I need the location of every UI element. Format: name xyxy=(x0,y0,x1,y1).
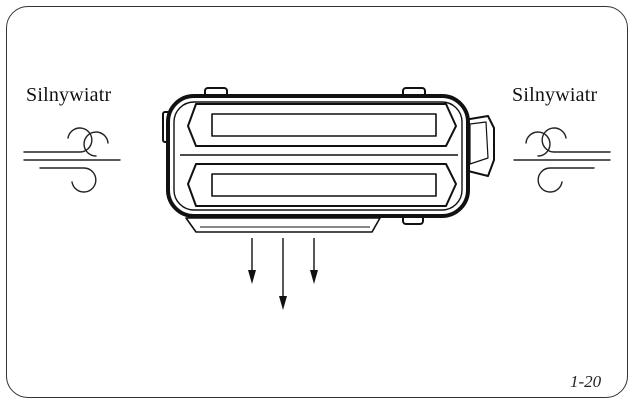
left-wind-label: Silnywiatr xyxy=(26,84,112,106)
right-wind-label: Silnywiatr xyxy=(512,84,598,106)
figure-number: 1-20 xyxy=(570,372,602,391)
left-wind-icon xyxy=(23,127,121,193)
right-wind-icon xyxy=(513,127,611,193)
airflow-arrow-left xyxy=(248,238,256,284)
outdoor-unit-icon xyxy=(162,87,495,233)
airflow-arrow-center xyxy=(279,238,287,310)
airflow-arrow-right xyxy=(310,238,318,284)
airflow-arrows-icon xyxy=(248,238,318,310)
